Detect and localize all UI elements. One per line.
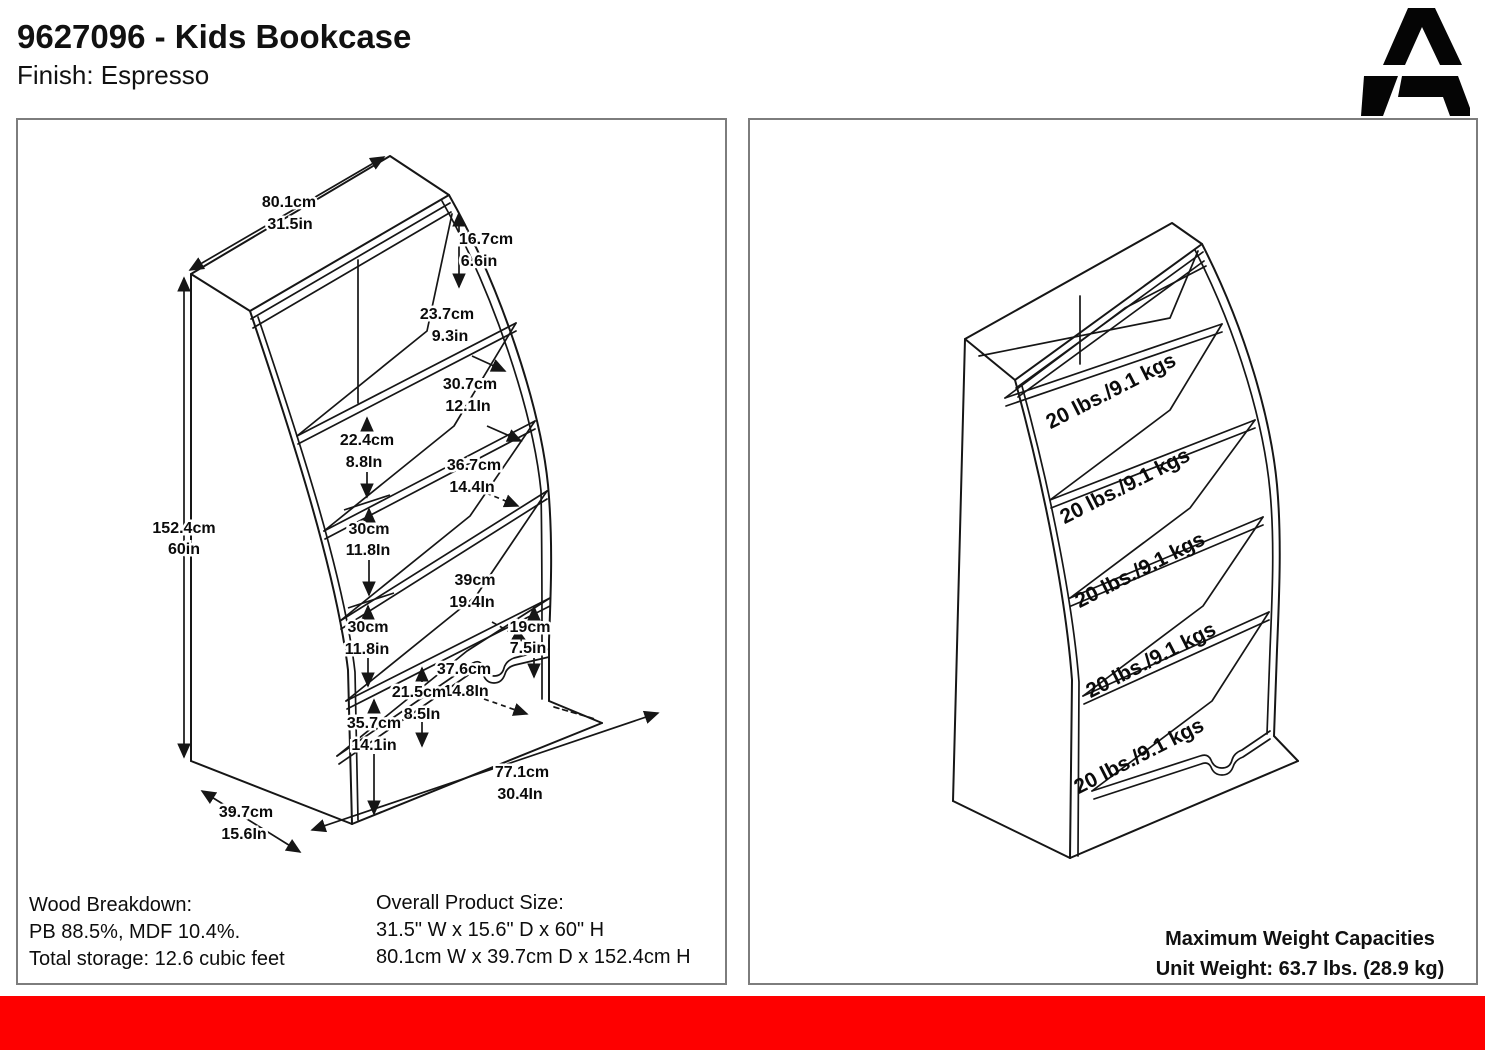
dim-bin-depth-in: 14.8In [443, 683, 488, 700]
dim-gap3-cm: 30cm [348, 619, 389, 636]
dim-bin-front-in: 14.1in [351, 737, 396, 754]
dim-base-depth-cm: 39.7cm [219, 804, 273, 821]
dim-gap2-in: 11.8In [346, 542, 390, 559]
dim-width-top-in: 31.5in [267, 216, 312, 233]
dim-shelf2-depth-in: 12.1In [445, 398, 490, 415]
shelf-capacity-labels: 20 lbs./9.1 kgs 20 lbs./9.1 kgs 20 lbs./… [1042, 349, 1219, 799]
dim-shelf4-depth-cm: 39cm [455, 572, 496, 589]
dim-width-top-cm: 80.1cm [262, 194, 316, 211]
wood-breakdown-title: Wood Breakdown: [29, 894, 193, 916]
dim-bin-front-cm: 35.7cm [347, 715, 401, 732]
dim-gap3-in: 11.8in [345, 641, 389, 658]
dim-gap1-cm: 22.4cm [340, 432, 394, 449]
dim-base-depth-in: 15.6In [221, 826, 266, 843]
dim-base-width-in: 30.4In [497, 786, 542, 803]
wood-breakdown-line2: Total storage: 12.6 cubic feet [29, 948, 285, 970]
dimension-diagram-panel: 80.1cm 31.5in 16.7cm 6.6in 23.7cm 9.3in … [16, 118, 727, 985]
bookcase-capacity-drawing: 20 lbs./9.1 kgs 20 lbs./9.1 kgs 20 lbs./… [952, 222, 1299, 859]
dim-gap1-in: 8.8In [346, 454, 382, 471]
dim-shelf3-depth-in: 14.4In [449, 479, 494, 496]
dim-cubby-height-cm: 16.7cm [459, 231, 513, 248]
footer-accent-bar [0, 996, 1485, 1050]
dim-bin-depth-cm: 37.6cm [437, 661, 491, 678]
dimension-lines [177, 156, 660, 853]
brand-logo-a-icon [1361, 8, 1470, 116]
overall-size-note: Overall Product Size: 31.5" W x 15.6" D … [376, 890, 721, 971]
dimension-labels: 80.1cm 31.5in 16.7cm 6.6in 23.7cm 9.3in … [150, 192, 553, 846]
dim-cubby-height-in: 6.6in [461, 253, 497, 270]
dim-shelf2-depth-cm: 30.7cm [443, 376, 497, 393]
overall-size-line2: 80.1cm W x 39.7cm D x 152.4cm H [376, 946, 691, 968]
dim-shelf1-depth-in: 9.3in [432, 328, 468, 345]
dim-total-height-cm: 152.4cm [152, 520, 215, 537]
dim-bin-open-cm: 19cm [510, 619, 551, 636]
overall-size-title: Overall Product Size: [376, 892, 564, 914]
dim-shelf4-depth-in: 19.4In [449, 594, 494, 611]
dim-total-height-in: 60in [168, 541, 200, 558]
page-title: 9627096 - Kids Bookcase [17, 18, 412, 55]
shelf4-capacity-label: 20 lbs./9.1 kgs [1082, 618, 1219, 703]
weight-capacity-caption: Maximum Weight Capacities Unit Weight: 6… [1135, 924, 1465, 984]
finish-label: Finish: Espresso [17, 60, 210, 90]
bookcase-wireframe-capacity [952, 222, 1299, 859]
wood-breakdown-note: Wood Breakdown: PB 88.5%, MDF 10.4%. Tot… [29, 892, 369, 973]
dim-shelf3-depth-cm: 36.7cm [447, 457, 501, 474]
bookcase-dimension-drawing: 80.1cm 31.5in 16.7cm 6.6in 23.7cm 9.3in … [150, 155, 660, 853]
dim-base-width-cm: 77.1cm [495, 764, 549, 781]
dim-gap2-cm: 30cm [349, 521, 390, 538]
dim-bin-gap-cm: 21.5cm [392, 684, 446, 701]
shelf2-capacity-label: 20 lbs./9.1 kgs [1056, 444, 1193, 529]
unit-weight-label: Unit Weight: 63.7 lbs. (28.9 kg) [1155, 958, 1445, 980]
dim-shelf1-depth-cm: 23.7cm [420, 306, 474, 323]
overall-size-line1: 31.5" W x 15.6" D x 60" H [376, 919, 605, 941]
weight-capacity-title: Maximum Weight Capacities [1165, 928, 1435, 950]
bin-capacity-label: 20 lbs./9.1 kgs [1070, 714, 1207, 799]
dim-bin-open-in: 7.5in [510, 640, 546, 657]
shelf3-capacity-label: 20 lbs./9.1 kgs [1071, 528, 1208, 613]
weight-capacity-panel: 20 lbs./9.1 kgs 20 lbs./9.1 kgs 20 lbs./… [748, 118, 1478, 985]
dim-bin-gap-in: 8.5In [404, 706, 440, 723]
wood-breakdown-line1: PB 88.5%, MDF 10.4%. [29, 921, 241, 943]
